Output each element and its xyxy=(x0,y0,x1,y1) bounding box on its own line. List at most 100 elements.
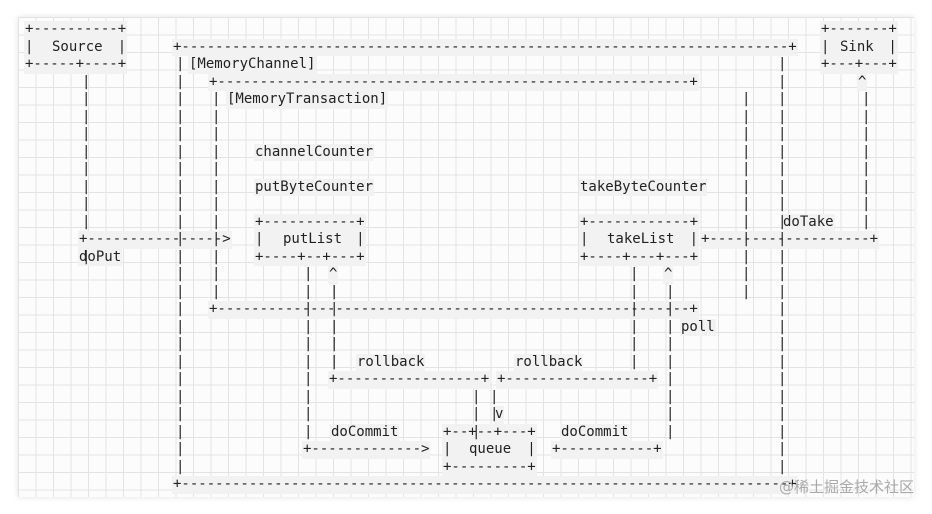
sink-box-top: +-------+ xyxy=(820,21,898,39)
edge-segment: | xyxy=(742,126,751,142)
edge-segment: | xyxy=(778,143,787,160)
edge-segment: | xyxy=(666,371,675,387)
edge-segment: | xyxy=(212,161,221,177)
edge-segment: | xyxy=(666,406,675,422)
edge-segment: | xyxy=(778,336,787,352)
edge-segment: | xyxy=(778,108,787,125)
edge-segment: | xyxy=(82,213,91,230)
edge-segment: | xyxy=(82,73,91,90)
edge-segment: | xyxy=(176,161,185,177)
edge-segment: | xyxy=(490,388,499,405)
edge-segment: | xyxy=(742,108,751,125)
source-node: Source xyxy=(51,38,104,56)
edge-segment: | xyxy=(82,248,91,265)
edge-segment: | xyxy=(82,91,91,107)
edge-segment: | xyxy=(176,178,185,195)
edge-segment: | xyxy=(778,301,787,317)
edge-segment: | xyxy=(666,388,675,405)
edge-segment: | xyxy=(176,371,185,387)
edge-segment: | xyxy=(472,423,481,440)
edge-segment: | xyxy=(176,213,185,230)
edge-segment: | xyxy=(304,388,313,405)
edge-segment: | xyxy=(862,126,871,142)
edge-segment: | xyxy=(630,301,639,317)
edge-segment: | xyxy=(176,126,185,142)
edge-segment: | xyxy=(304,301,313,317)
memory-transaction-bottom: +---------------------------------------… xyxy=(208,301,699,319)
edge-segment: | xyxy=(666,353,675,370)
put-list-bottom: +----+--+---+ xyxy=(254,248,366,266)
edge-segment: | xyxy=(176,388,185,405)
edge-segment: | xyxy=(666,423,675,440)
edge-segment: | xyxy=(778,371,787,387)
edge-segment: | xyxy=(778,388,787,405)
edge-segment: | xyxy=(176,248,185,265)
edge-segment: | xyxy=(212,91,221,107)
edge-segment: | xyxy=(490,406,499,422)
edge-segment: | xyxy=(472,388,481,405)
edge-segment: | xyxy=(778,423,787,440)
edge-segment: | xyxy=(778,126,787,142)
edge-segment: | xyxy=(666,318,675,335)
edge-segment: | xyxy=(862,143,871,160)
edge-segment: | xyxy=(778,56,787,72)
edge-segment: | xyxy=(472,406,481,422)
edge-segment: | xyxy=(176,73,185,90)
put-list-node: putList xyxy=(282,231,344,249)
edge-segment: | xyxy=(212,213,221,230)
edge-segment: | xyxy=(630,318,639,335)
edge-segment: | xyxy=(778,283,787,300)
edge-segment: | xyxy=(176,458,185,475)
watermark: @稀土掘金技术社区 xyxy=(778,478,914,496)
edge-segment: | xyxy=(778,73,787,90)
edge-segment: | xyxy=(778,248,787,265)
edge-label-rollback-put: rollback xyxy=(356,353,426,371)
arrowhead-right-icon: > xyxy=(222,231,231,247)
edge-segment: | xyxy=(212,143,221,160)
edge-segment: | xyxy=(330,301,339,317)
sink-box-bottom: +---+---+ xyxy=(820,56,898,74)
put-list-top: +-----------+ xyxy=(254,213,366,231)
channel-counter-text: channelCounter xyxy=(254,143,375,161)
edge-segment: | xyxy=(862,91,871,107)
put-byte-counter-text: putByteCounter xyxy=(254,178,375,196)
edge-segment: | xyxy=(82,108,91,125)
edge-segment: | xyxy=(862,161,871,177)
edge-segment: | xyxy=(176,283,185,300)
edge-segment: | xyxy=(304,336,313,352)
edge-segment: | xyxy=(742,283,751,300)
memory-channel-bottom: +---------------------------------------… xyxy=(172,476,798,494)
edge-dotake-line: +-------------------+ xyxy=(700,231,880,249)
edge-segment: | xyxy=(176,301,185,317)
edge-label-docommit-take: doCommit xyxy=(560,423,630,441)
edge-segment: | xyxy=(176,196,185,212)
edge-segment: | xyxy=(82,126,91,142)
queue-node: queue xyxy=(468,441,513,459)
edge-segment: | xyxy=(176,91,185,107)
memory-channel-label: [MemoryChannel] xyxy=(188,56,317,74)
edge-label-doput: doPut xyxy=(78,248,123,266)
edge-segment: | xyxy=(82,196,91,212)
edge-segment: | xyxy=(212,108,221,125)
take-list-node: takeList xyxy=(606,231,676,249)
edge-segment: | xyxy=(778,441,787,457)
source-box-bottom: +-----+----+ xyxy=(24,56,128,74)
edge-segment: | xyxy=(778,178,787,195)
edge-segment: | xyxy=(212,126,221,142)
memory-channel-top: +---------------------------------------… xyxy=(172,38,798,56)
edge-segment: | xyxy=(778,458,787,475)
memory-transaction-label: [MemoryTransaction] xyxy=(226,91,389,109)
edge-segment: | xyxy=(212,248,221,265)
arrowhead-up-icon: ^ xyxy=(857,73,868,91)
edge-segment: | xyxy=(778,196,787,212)
edge-segment: | xyxy=(742,161,751,177)
edge-segment: | xyxy=(630,283,639,300)
edge-segment: | xyxy=(176,143,185,160)
queue-box-bottom: +---------+ xyxy=(442,458,537,476)
edge-segment: | xyxy=(176,423,185,440)
edge-segment: | xyxy=(176,441,185,457)
diagram-canvas xyxy=(18,17,914,497)
edge-segment: | xyxy=(212,283,221,300)
edge-segment: | xyxy=(212,231,221,247)
edge-segment: | xyxy=(304,318,313,335)
